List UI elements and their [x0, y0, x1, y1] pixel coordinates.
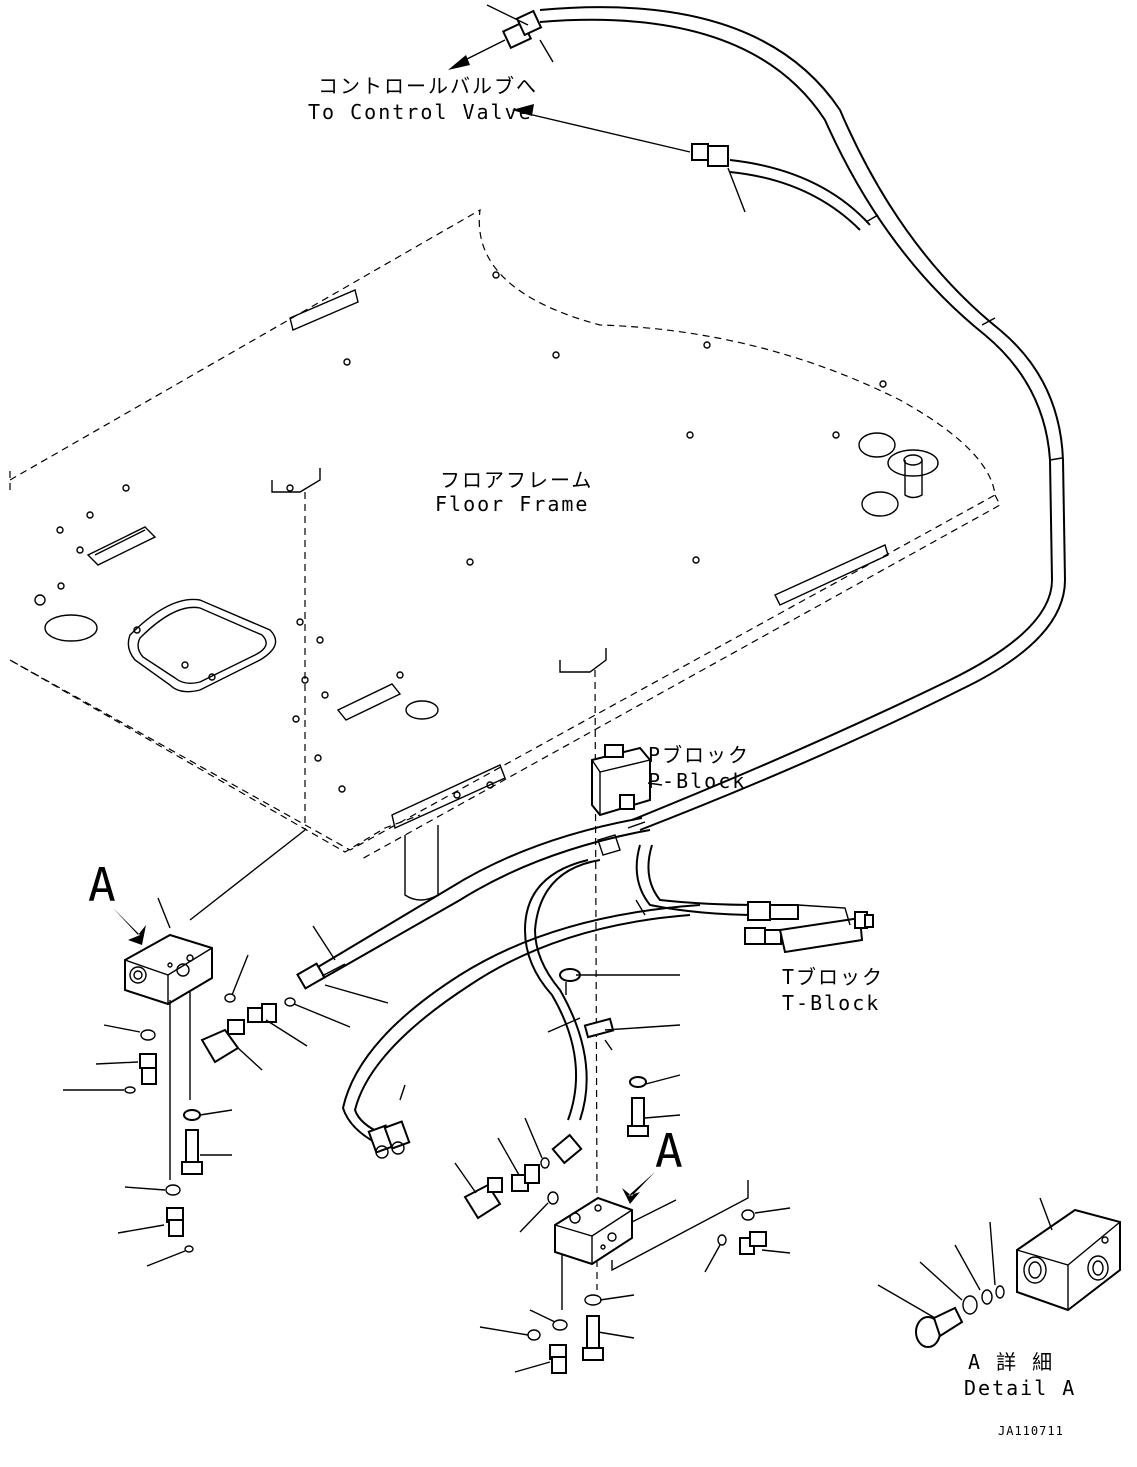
p-block-label-jp: Pブロック — [648, 743, 751, 767]
floor-frame-outline — [9, 208, 1001, 861]
bolt-t-block — [627, 1076, 649, 1137]
detail-a-label-jp: A 詳 細 — [968, 1350, 1055, 1374]
leader-lines-top — [486, 4, 746, 213]
t-block-label-en: T-Block — [782, 991, 881, 1015]
control-valve-fittings — [501, 9, 729, 167]
p-block-label-en: P-Block — [648, 769, 747, 793]
floor-frame-label-jp: フロアフレーム — [440, 468, 594, 492]
detail-a-label-en: Detail A — [964, 1376, 1077, 1400]
floor-frame-holes — [34, 271, 899, 799]
left-parts — [63, 954, 351, 1267]
control-valve-label-jp: コントロールバルブへ — [318, 74, 538, 98]
hose-end-fittings — [367, 1120, 583, 1165]
leader-lines-left-hose — [312, 925, 389, 1004]
floor-frame-label-en: Floor Frame — [435, 492, 590, 516]
t-block-label-jp: Tブロック — [782, 965, 885, 989]
floor-frame-slots — [86, 289, 939, 901]
view-marker-a-left: A — [88, 858, 116, 912]
left-block-a — [113, 897, 213, 1180]
hose-down-left — [341, 844, 761, 1146]
p-block — [591, 744, 663, 817]
drawing-number: JA110711 — [998, 1424, 1064, 1438]
leader-lines-t-block — [547, 974, 681, 1119]
detail-a-drawing — [877, 1197, 1121, 1348]
t-block-fittings — [744, 901, 874, 954]
center-block-a — [554, 1172, 749, 1310]
hose-clamp — [559, 968, 615, 1051]
control-valve-label-en: To Control Valve — [308, 100, 533, 124]
arrow-to-control-valve — [448, 39, 691, 153]
main-hose-left — [296, 817, 651, 990]
hose-to-control-valve — [539, 6, 1067, 831]
view-marker-a-center: A — [655, 1124, 683, 1178]
center-parts — [454, 1117, 791, 1374]
